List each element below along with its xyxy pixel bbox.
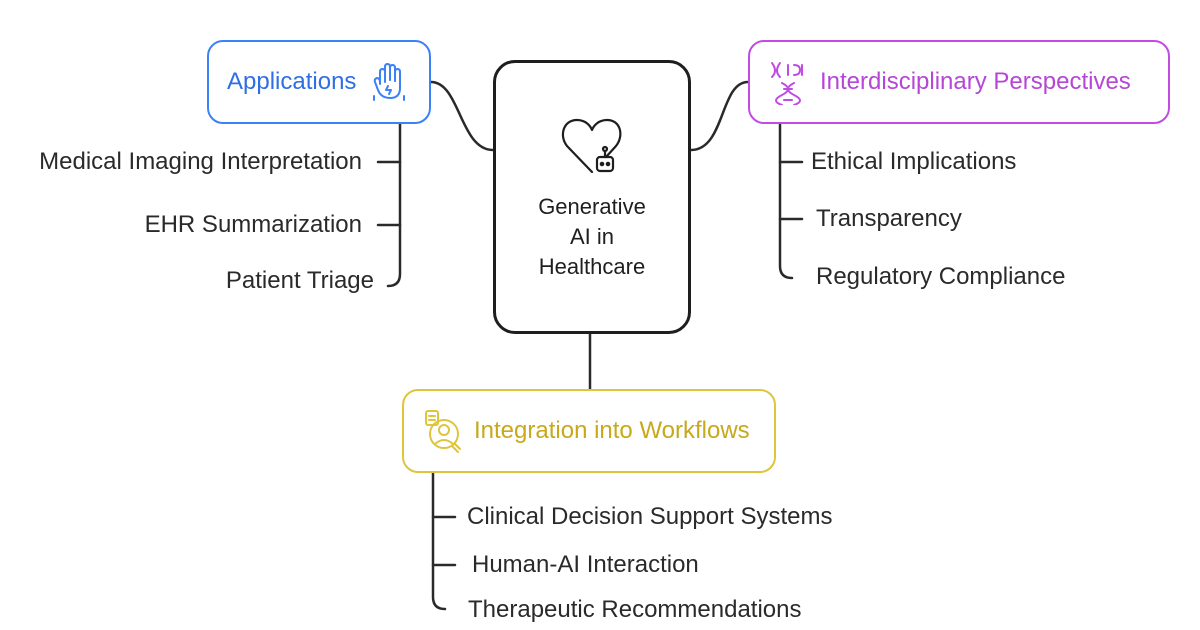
branch-applications: [386, 122, 402, 288]
category-integration-label: Integration into Workflows: [474, 417, 750, 444]
category-interdisciplinary-label: Interdisciplinary Perspectives: [820, 68, 1131, 95]
leaf-clinical-decision-support-systems[interactable]: Clinical Decision Support Systems: [467, 503, 833, 530]
category-interdisciplinary[interactable]: Interdisciplinary Perspectives: [748, 40, 1170, 124]
hand-icon: [373, 63, 406, 101]
leaf-ehr-summarization[interactable]: EHR Summarization: [144, 211, 362, 238]
leaf-therapeutic-recommendations[interactable]: Therapeutic Recommendations: [468, 596, 802, 623]
center-title-line-3: Healthcare: [538, 254, 646, 279]
category-integration[interactable]: Integration into Workflows: [402, 389, 776, 473]
category-applications[interactable]: Applications: [207, 40, 431, 124]
branch-integration: [431, 471, 447, 611]
leaf-transparency[interactable]: Transparency: [816, 205, 962, 232]
leaf-ethical-implications[interactable]: Ethical Implications: [811, 148, 1017, 175]
category-applications-label: Applications: [227, 68, 357, 95]
dna-icon: [771, 62, 803, 105]
center-title-line-1: Generative: [538, 194, 646, 219]
connector-applications: [429, 80, 495, 152]
doctor-icon: [425, 410, 461, 453]
center-title-line-2: AI in: [569, 224, 615, 249]
connector-interdisciplinary: [689, 80, 750, 152]
leaf-regulatory-compliance[interactable]: Regulatory Compliance: [816, 263, 1066, 290]
branch-interdisciplinary: [778, 122, 794, 280]
center-node[interactable]: Generative AI in Healthcare: [493, 60, 691, 334]
heart-robot-icon: [561, 118, 622, 174]
center-title: Generative AI in Healthcare: [538, 192, 646, 282]
leaf-human-ai-interaction[interactable]: Human-AI Interaction: [472, 551, 699, 578]
leaf-patient-triage[interactable]: Patient Triage: [225, 267, 374, 294]
leaf-medical-imaging-interpretation[interactable]: Medical Imaging Interpretation: [39, 148, 362, 175]
